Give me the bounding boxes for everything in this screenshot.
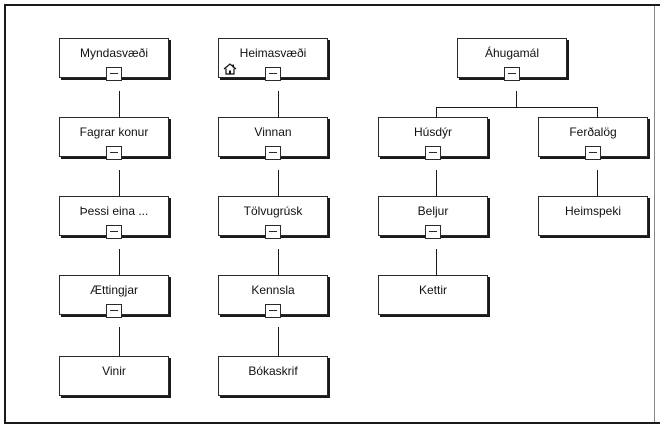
tree-node-root[interactable]: Áhugamál <box>457 38 567 81</box>
tree-node[interactable]: Ferðalög <box>538 117 648 160</box>
connector-line <box>119 170 120 203</box>
collapse-toggle-icon[interactable] <box>504 67 520 81</box>
node-label: Vinnan <box>254 125 292 139</box>
node-label: Ættingjar <box>89 283 139 297</box>
connector-line <box>119 91 120 124</box>
collapse-toggle-icon[interactable] <box>106 146 122 160</box>
node-label: Þessi eina ... <box>79 204 149 218</box>
tree-node-root[interactable]: Myndasvæði <box>59 38 169 81</box>
collapse-toggle-icon[interactable] <box>265 304 281 318</box>
connector-line <box>436 107 437 124</box>
connector-line <box>278 91 279 124</box>
node-label: Kennsla <box>251 283 295 297</box>
node-label: Vinir <box>102 364 126 378</box>
node-label: Myndasvæði <box>79 46 149 60</box>
collapse-toggle-icon[interactable] <box>106 304 122 318</box>
node-label: Húsdýr <box>413 125 452 139</box>
diagram-canvas: Myndasvæði Fagrar konur Þessi eina ... Æ… <box>4 4 660 424</box>
collapse-toggle-icon[interactable] <box>425 146 441 160</box>
connector-line <box>436 249 437 282</box>
tree-node-leaf[interactable]: Vinir <box>59 356 169 396</box>
connector-line <box>597 107 598 124</box>
vertical-scrollbar[interactable] <box>654 6 668 422</box>
node-label: Ferðalög <box>569 125 617 139</box>
collapse-toggle-icon[interactable] <box>585 146 601 160</box>
tree-node[interactable]: Húsdýr <box>378 117 488 160</box>
collapse-toggle-icon[interactable] <box>106 225 122 239</box>
connector-line <box>278 249 279 282</box>
tree-node-leaf[interactable]: Heimspeki <box>538 196 648 236</box>
connector-line <box>516 91 517 108</box>
connector-line <box>278 170 279 203</box>
connector-line <box>119 249 120 282</box>
node-label: Kettir <box>418 283 447 297</box>
tree-node[interactable]: Ættingjar <box>59 275 169 318</box>
node-label: Tölvugrúsk <box>243 204 303 218</box>
connector-line <box>278 327 279 362</box>
connector-line <box>119 327 120 362</box>
tree-node-leaf[interactable]: Kettir <box>378 275 488 315</box>
node-label: Heimasvæði <box>239 46 307 60</box>
node-label: Heimspeki <box>564 204 621 218</box>
node-label: Beljur <box>417 204 449 218</box>
home-icon <box>223 63 237 75</box>
collapse-toggle-icon[interactable] <box>265 225 281 239</box>
connector-line <box>436 170 437 203</box>
collapse-toggle-icon[interactable] <box>265 67 281 81</box>
tree-node-leaf[interactable]: Bókaskrif <box>218 356 328 396</box>
tree-node[interactable]: Beljur <box>378 196 488 239</box>
collapse-toggle-icon[interactable] <box>265 146 281 160</box>
tree-node[interactable]: Tölvugrúsk <box>218 196 328 239</box>
node-label: Bókaskrif <box>248 364 298 378</box>
collapse-toggle-icon[interactable] <box>106 67 122 81</box>
collapse-toggle-icon[interactable] <box>425 225 441 239</box>
tree-node[interactable]: Þessi eina ... <box>59 196 169 239</box>
tree-node-root[interactable]: Heimasvæði <box>218 38 328 81</box>
node-label: Áhugamál <box>484 46 540 60</box>
tree-node[interactable]: Kennsla <box>218 275 328 318</box>
tree-node[interactable]: Fagrar konur <box>59 117 169 160</box>
tree-node[interactable]: Vinnan <box>218 117 328 160</box>
connector-line <box>597 170 598 203</box>
connector-line <box>436 107 598 108</box>
node-label: Fagrar konur <box>79 125 149 139</box>
